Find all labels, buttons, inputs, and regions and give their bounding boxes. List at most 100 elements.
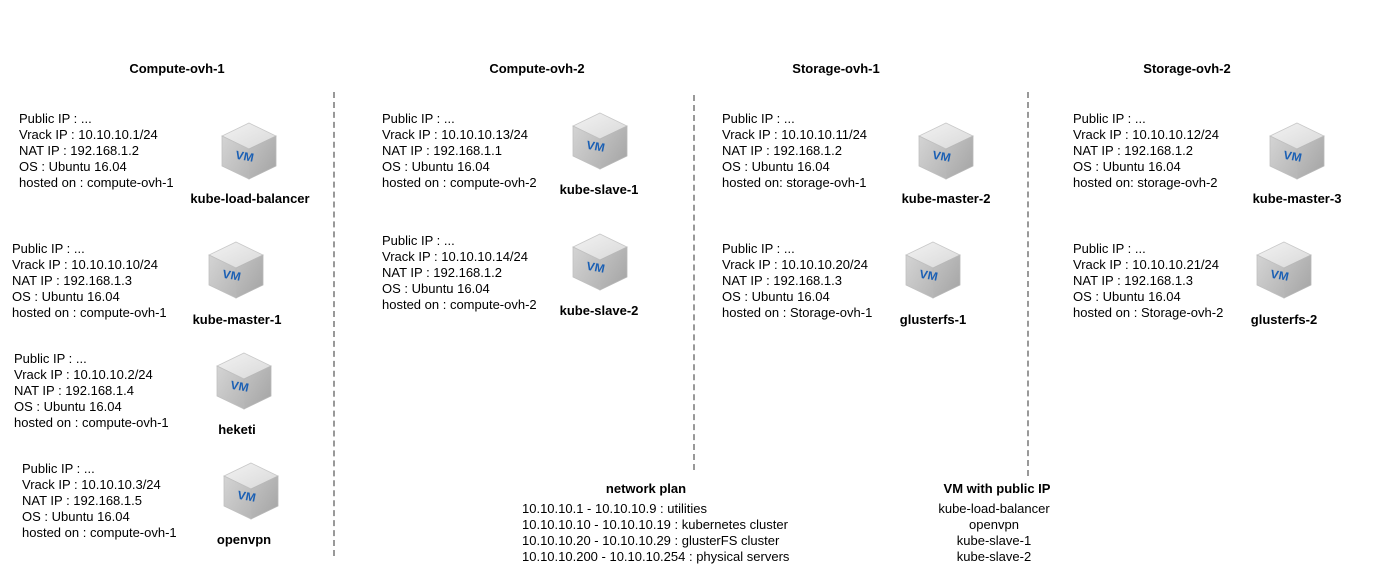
vm-public-ip: Public IP : ... [382, 233, 455, 248]
vm-vrack-ip: Vrack IP : 10.10.10.3/24 [22, 477, 161, 492]
column-separator [1027, 92, 1029, 476]
vm-info: Public IP : ...Vrack IP : 10.10.10.14/24… [382, 233, 537, 313]
svg-text:VM: VM [587, 259, 606, 276]
svg-text:VM: VM [238, 488, 257, 505]
svg-text:VM: VM [587, 138, 606, 155]
svg-text:VM: VM [223, 267, 242, 284]
network-range: 10.10.10.1 - 10.10.10.9 : utilities [522, 501, 708, 516]
vm-cube-icon: VM [571, 232, 629, 292]
vm-vrack-ip: Vrack IP : 10.10.10.21/24 [1073, 257, 1219, 272]
vm-cube-icon: VM [215, 351, 273, 411]
vm-name: kube-slave-1 [559, 182, 639, 197]
vm-nat-ip: NAT IP : 192.168.1.5 [22, 493, 142, 508]
vm-name: glusterfs-2 [1250, 312, 1318, 327]
vm-info: Public IP : ...Vrack IP : 10.10.10.21/24… [1073, 241, 1223, 321]
vm-public-ip: Public IP : ... [14, 351, 87, 366]
svg-text:VM: VM [933, 148, 952, 165]
vm-name: kube-master-3 [1252, 191, 1342, 206]
vm-public-ip: Public IP : ... [382, 111, 455, 126]
vm-name: kube-slave-2 [559, 303, 639, 318]
public-vm-item: openvpn [969, 517, 1019, 532]
svg-text:VM: VM [920, 267, 939, 284]
vm-hosted: hosted on : compute-ovh-1 [19, 175, 174, 190]
svg-text:VM: VM [231, 378, 250, 395]
vm-public-ip: Public IP : ... [12, 241, 85, 256]
vm-nat-ip: NAT IP : 192.168.1.3 [12, 273, 132, 288]
public-vm-item: kube-load-balancer [938, 501, 1050, 516]
vm-public-ip: Public IP : ... [1073, 241, 1146, 256]
vm-public-ip: Public IP : ... [22, 461, 95, 476]
vm-os: OS : Ubuntu 16.04 [382, 159, 490, 174]
vm-nat-ip: NAT IP : 192.168.1.3 [722, 273, 842, 288]
column-separator [333, 92, 335, 556]
vm-name: openvpn [216, 532, 272, 547]
vm-cube-icon: VM [220, 121, 278, 181]
vm-hosted: hosted on: storage-ovh-2 [1073, 175, 1218, 190]
vm-cube-icon: VM [1268, 121, 1326, 181]
column-title-storage-ovh-1: Storage-ovh-1 [792, 61, 880, 76]
vm-nat-ip: NAT IP : 192.168.1.4 [14, 383, 134, 398]
vm-vrack-ip: Vrack IP : 10.10.10.1/24 [19, 127, 158, 142]
vm-cube-icon: VM [1255, 240, 1313, 300]
vm-info: Public IP : ...Vrack IP : 10.10.10.10/24… [12, 241, 167, 321]
vm-hosted: hosted on: storage-ovh-1 [722, 175, 867, 190]
vm-name: kube-master-2 [901, 191, 991, 206]
vm-os: OS : Ubuntu 16.04 [722, 289, 830, 304]
svg-text:VM: VM [236, 148, 255, 165]
vm-hosted: hosted on : Storage-ovh-2 [1073, 305, 1224, 320]
vm-name: glusterfs-1 [899, 312, 967, 327]
vm-info: Public IP : ...Vrack IP : 10.10.10.20/24… [722, 241, 872, 321]
network-range: 10.10.10.200 - 10.10.10.254 : physical s… [522, 549, 790, 564]
vm-nat-ip: NAT IP : 192.168.1.2 [1073, 143, 1193, 158]
vm-os: OS : Ubuntu 16.04 [14, 399, 122, 414]
vm-os: OS : Ubuntu 16.04 [1073, 289, 1181, 304]
vm-cube-icon: VM [207, 240, 265, 300]
vm-os: OS : Ubuntu 16.04 [1073, 159, 1181, 174]
vm-name: heketi [218, 422, 256, 437]
network-range: 10.10.10.10 - 10.10.10.19 : kubernetes c… [522, 517, 788, 532]
public-vm-item: kube-slave-1 [956, 533, 1032, 548]
vm-info: Public IP : ...Vrack IP : 10.10.10.12/24… [1073, 111, 1219, 191]
svg-text:VM: VM [1271, 267, 1290, 284]
vm-public-ip: Public IP : ... [19, 111, 92, 126]
vm-public-ip: Public IP : ... [722, 111, 795, 126]
vm-cube-icon: VM [222, 461, 280, 521]
vm-hosted: hosted on : compute-ovh-2 [382, 297, 537, 312]
vm-vrack-ip: Vrack IP : 10.10.10.13/24 [382, 127, 528, 142]
vm-nat-ip: NAT IP : 192.168.1.1 [382, 143, 502, 158]
vm-info: Public IP : ...Vrack IP : 10.10.10.11/24… [722, 111, 867, 191]
column-title-compute-ovh-1: Compute-ovh-1 [129, 61, 225, 76]
public-vm-title: VM with public IP [943, 481, 1051, 496]
vm-public-ip: Public IP : ... [1073, 111, 1146, 126]
vm-os: OS : Ubuntu 16.04 [19, 159, 127, 174]
vm-vrack-ip: Vrack IP : 10.10.10.12/24 [1073, 127, 1219, 142]
vm-vrack-ip: Vrack IP : 10.10.10.20/24 [722, 257, 868, 272]
column-title-compute-ovh-2: Compute-ovh-2 [489, 61, 585, 76]
vm-vrack-ip: Vrack IP : 10.10.10.10/24 [12, 257, 158, 272]
column-separator [693, 95, 695, 470]
vm-cube-icon: VM [904, 240, 962, 300]
vm-cube-icon: VM [571, 111, 629, 171]
vm-os: OS : Ubuntu 16.04 [12, 289, 120, 304]
vm-hosted: hosted on : compute-ovh-1 [12, 305, 167, 320]
public-vm-item: kube-slave-2 [956, 549, 1032, 564]
vm-vrack-ip: Vrack IP : 10.10.10.11/24 [722, 127, 868, 142]
vm-hosted: hosted on : compute-ovh-1 [14, 415, 169, 430]
vm-public-ip: Public IP : ... [722, 241, 795, 256]
vm-os: OS : Ubuntu 16.04 [382, 281, 490, 296]
column-title-storage-ovh-2: Storage-ovh-2 [1143, 61, 1231, 76]
vm-os: OS : Ubuntu 16.04 [722, 159, 830, 174]
public-vm-list: kube-load-balancer openvpn kube-slave-1 … [938, 501, 1049, 565]
vm-hosted: hosted on : compute-ovh-1 [22, 525, 177, 540]
vm-info: Public IP : ...Vrack IP : 10.10.10.13/24… [382, 111, 537, 191]
vm-name: kube-load-balancer [190, 191, 310, 206]
vm-vrack-ip: Vrack IP : 10.10.10.2/24 [14, 367, 153, 382]
vm-hosted: hosted on : compute-ovh-2 [382, 175, 537, 190]
vm-nat-ip: NAT IP : 192.168.1.2 [722, 143, 842, 158]
vm-vrack-ip: Vrack IP : 10.10.10.14/24 [382, 249, 528, 264]
network-plan-title: network plan [605, 481, 687, 496]
vm-cube-icon: VM [917, 121, 975, 181]
vm-nat-ip: NAT IP : 192.168.1.2 [19, 143, 139, 158]
